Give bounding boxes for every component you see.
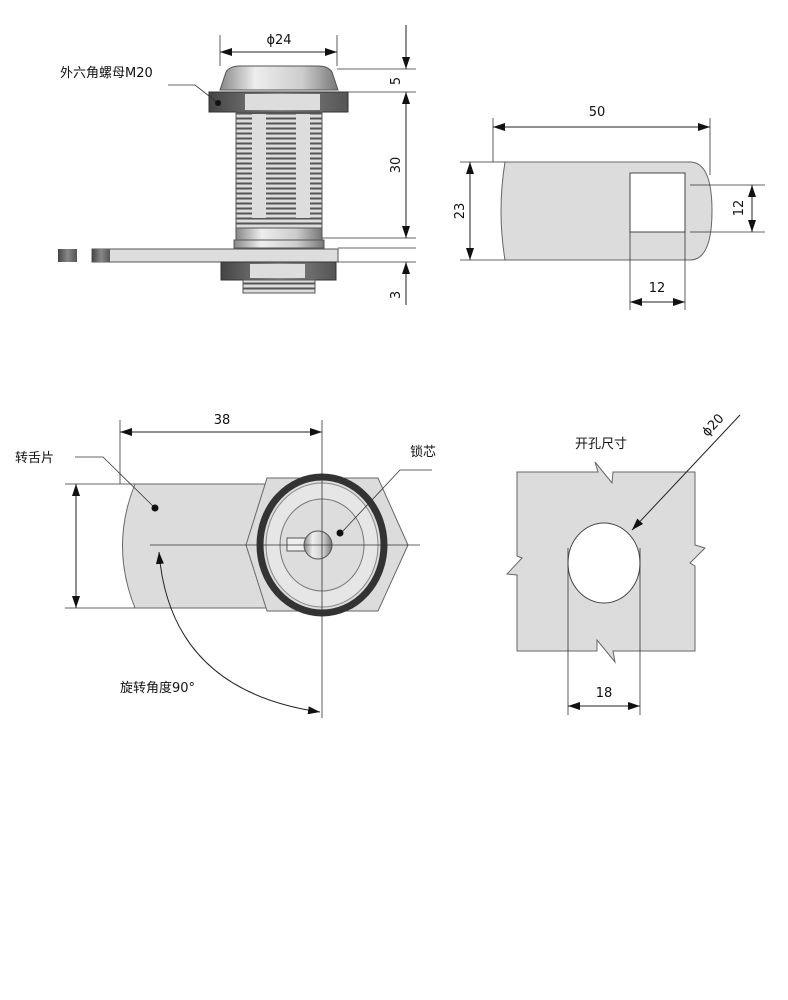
dim-square-height: 12	[732, 200, 747, 217]
nut-label: 外六角螺母M20	[60, 66, 153, 81]
cutout-view: 18 开孔尺寸 ϕ20	[505, 411, 741, 715]
dim-center-38: 38	[214, 413, 231, 428]
dim-tongue-3: 3	[389, 291, 404, 299]
core-label: 锁芯	[410, 444, 436, 460]
cap	[219, 65, 339, 91]
dim-diameter-24: ϕ24	[266, 33, 291, 48]
tongue-label: 转舌片	[15, 451, 54, 466]
side-view: ϕ24 5 30 3 外六角螺母M20	[58, 25, 416, 305]
rotation-label: 旋转角度90°	[120, 680, 195, 696]
cutout-title: 开孔尺寸	[575, 437, 627, 452]
tongue-edge	[91, 248, 339, 263]
dim-length-50: 50	[589, 105, 606, 120]
dim-cutout-20: ϕ20	[699, 411, 727, 440]
cutout-hole	[567, 522, 641, 604]
dim-square-width: 12	[649, 281, 666, 296]
tongue-end-block	[58, 249, 77, 262]
square-hole	[629, 172, 686, 233]
tongue-view: 50 23 12 12	[453, 105, 765, 310]
dim-cap-5: 5	[389, 77, 404, 85]
front-view: 38 转舌片 锁芯 旋转角度90°	[15, 413, 436, 718]
dim-width-23: 23	[453, 203, 468, 220]
dim-body-30: 30	[389, 157, 404, 174]
bottom-thread	[242, 279, 316, 294]
dim-cutout-18: 18	[596, 686, 613, 701]
